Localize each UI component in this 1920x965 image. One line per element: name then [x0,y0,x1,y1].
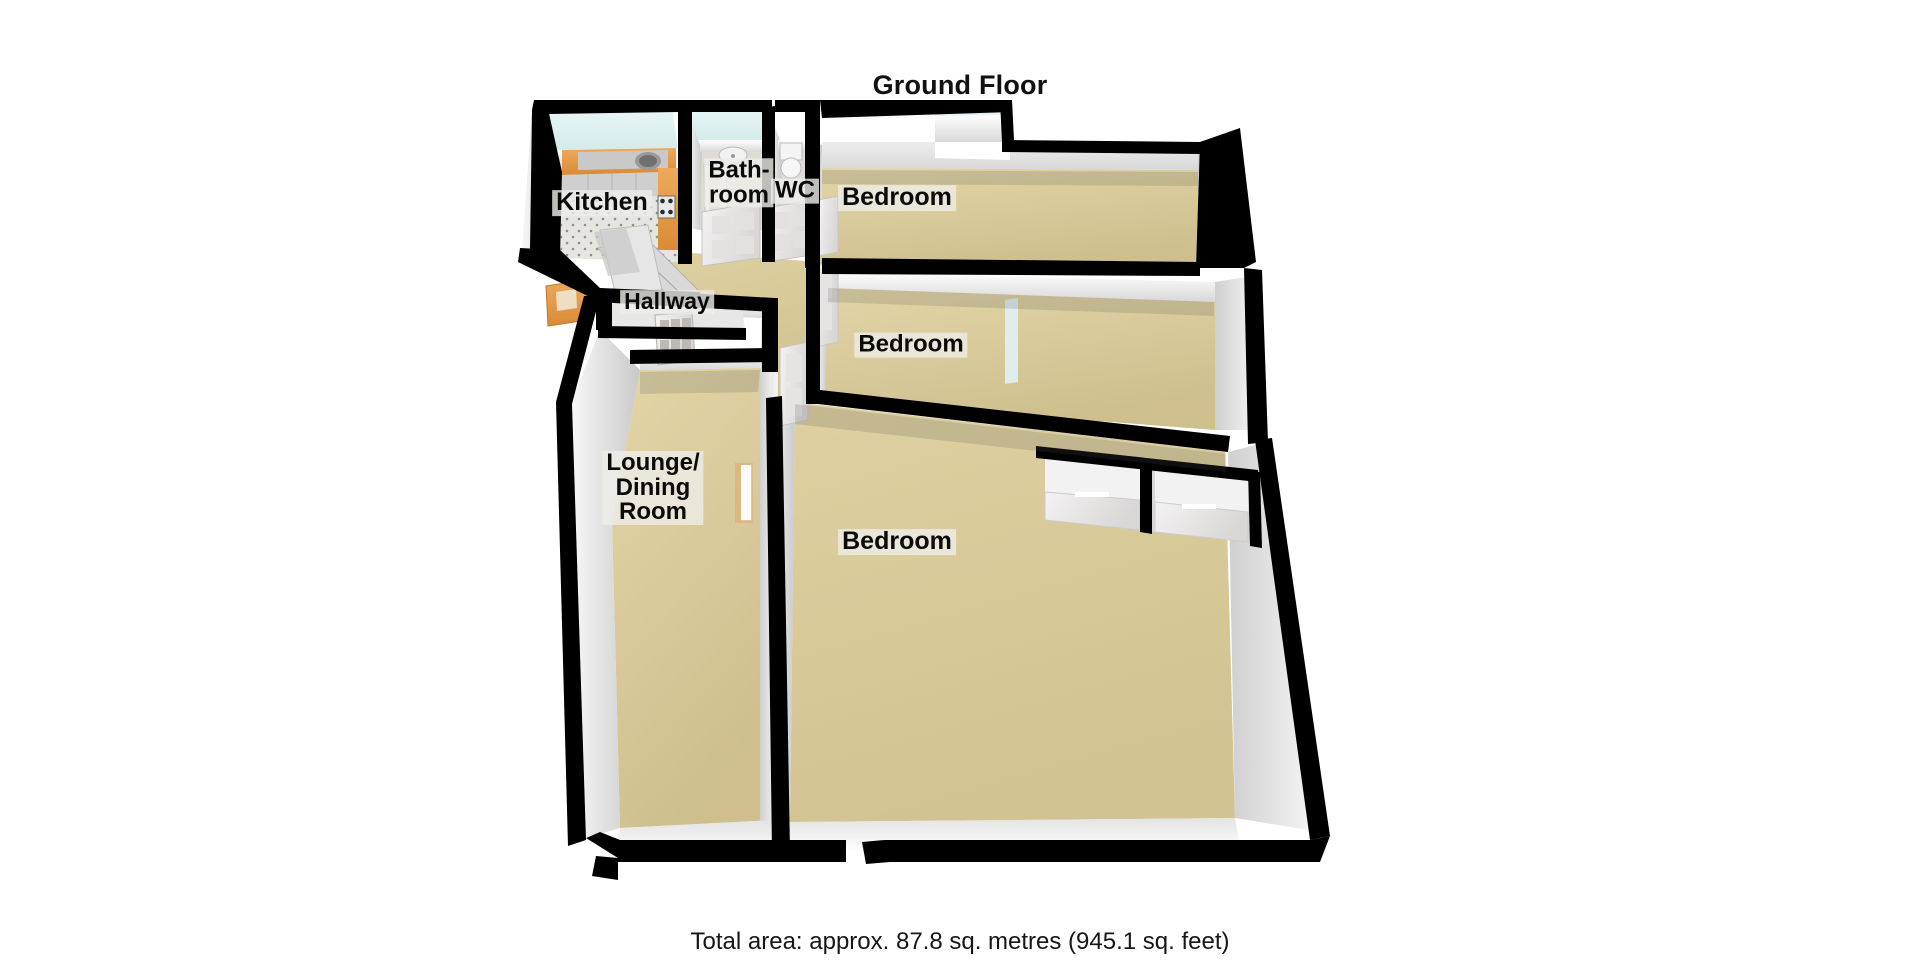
outer-wall-lounge-southstep [592,856,618,880]
door-bed2-panel-b [817,304,832,330]
wall-bath-back [700,140,762,152]
radiator-face [741,465,751,520]
wc-toilet-icon [780,157,802,179]
outer-wall-lounge-west [556,296,600,846]
wardrobe-left-handle [1075,492,1109,497]
outer-wall-bed3-east [1255,438,1330,840]
front-door-glass [556,289,577,311]
shadow-lounge [640,370,760,394]
door-lounge-panel-4 [660,340,669,356]
wall-hall-west-return [596,300,612,330]
wall-bed3-west [766,396,790,852]
hob-ring-1 [660,198,665,204]
wall-bed2-west [806,262,820,404]
outer-wall-bed1-bay-step [1000,100,1014,142]
door-bed3-panel-b [786,388,802,416]
shadow-bed1 [822,170,1198,186]
door-kitchen [701,201,761,267]
door-bathroom-panel-a [774,212,789,229]
bath-inner [708,170,723,210]
wardrobe-wall-east [1248,470,1262,548]
wall-wc-bed1-divider [805,100,820,268]
wall-kitchen-bath-divider [678,100,692,264]
wc-cistern-icon [779,142,803,161]
outer-wall-kitchen-west [530,100,562,258]
contact-shadows [640,170,1226,472]
wall-kitchen-south [518,248,600,300]
hob-ring-4 [668,209,673,215]
door-bed3-panel-a [786,354,802,382]
floor-bedroom-2 [825,285,1215,430]
shadow-bed3 [795,404,1226,472]
wall-bed2-back [825,272,1215,302]
door-bathroom-panel-c [774,234,789,251]
stair-nosing [594,228,640,276]
wardrobe-wall-divider [1140,458,1152,534]
hob-ring-3 [660,209,665,215]
floor-lounge [612,368,775,828]
wall-outlines [518,100,1330,880]
outer-wall-bed1-bay-ledge [1002,140,1200,154]
wall-bed1-back [822,115,1012,142]
basin-drain [731,154,735,158]
stairs [594,224,701,306]
outer-wall-kitchen-north [534,100,678,114]
outer-wall-wc-north [775,100,812,112]
outer-wall-bed3-southstep [862,840,890,864]
wall-hall-entry-sill [598,326,746,340]
kitchen-hob-icon [657,195,676,219]
door-lounge-panel-3 [682,318,691,335]
door-bathroom-panel-b [793,209,807,226]
outer-wall-bed2-east [1244,268,1268,444]
wall-bath-wc-divider [762,106,775,262]
kitchen-sink-basin [639,155,657,167]
hob-ring-2 [668,198,673,204]
outer-wall-bath-north [692,100,772,112]
door-kitchen-panel-b [736,212,754,230]
total-area-note: Total area: approx. 87.8 sq. metres (945… [690,928,1230,955]
wardrobe-right-handle [1182,504,1216,509]
door-bedroom-1 [817,195,839,257]
page-title: Ground Floor [872,70,1048,100]
door-bathroom-panel-d [793,231,807,248]
outer-wall-bed1-east [1196,128,1256,268]
wall-lounge-north [630,348,770,364]
ceiling-bath [686,108,762,140]
ceiling-kitchen [545,107,678,150]
outer-wall-lounge-south [568,832,846,862]
wall-bed2-south [818,390,1230,452]
door-kitchen-panel-a [712,216,730,234]
shadow-bed2 [828,288,1214,316]
ceiling-bed2-right [1005,298,1018,384]
door-bed2-panel-a [817,272,832,298]
door-kitchen-panel-c [712,240,730,258]
outer-wall-bed3-south [884,836,1330,862]
door-lounge-panel-5 [671,339,680,355]
door-kitchen-panel-d [736,236,754,254]
lounge-radiator [735,463,753,523]
outer-wall-bed1-north [820,100,1012,118]
outer-wall-bed1-southstrip [822,258,1200,276]
door-lounge-panel-6 [682,338,691,354]
kitchen-cabinets-front [562,172,658,200]
